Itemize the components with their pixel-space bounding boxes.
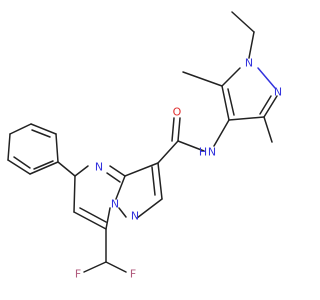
bond-c5-c6 [73, 175, 76, 213]
bond-ph-inner-b [13, 156, 31, 169]
atom-labels: N N O H N N N N F F [75, 57, 282, 281]
bond-ph-4-5 [7, 133, 11, 161]
bond-pz-c3-methyl [263, 116, 273, 143]
bond-ethyl-ch2-n [248, 31, 255, 59]
bond-c3a-n4-double [106, 172, 121, 183]
bond-c6-c7 [73, 211, 107, 230]
bond-ph-5-6 [7, 159, 31, 175]
bond-ph-3-4 [9, 123, 32, 135]
bond-pz-c5-n1 [221, 67, 241, 87]
bond-chf2-f-left [83, 261, 107, 273]
bond-pz-c5-methyl [182, 71, 223, 87]
atom-label-n-ring: N [131, 210, 139, 223]
bond-n4-c5 [74, 165, 89, 177]
atom-label-n-pyrimidine: N [95, 161, 103, 174]
molecule-structure: N N O H N N N N F F [7, 11, 282, 281]
atom-label-n-pz-1: N [245, 57, 253, 70]
bond-ph-1-2 [55, 133, 59, 163]
bond-n7a-c3a [115, 175, 126, 200]
bond-carbonyl-o [177, 117, 181, 142]
bond-c3-c2 [157, 162, 163, 200]
atom-label-f-right: F [130, 268, 136, 281]
bond-c3a-n4 [109, 165, 126, 177]
bond-c4-n-amide [213, 119, 230, 147]
bonds [7, 11, 278, 273]
bond-c6-c7-double [79, 207, 107, 223]
bond-pz-c4-c5 [221, 85, 230, 121]
bond-carbonyl-c3 [157, 140, 179, 164]
bond-ethyl-ch3-ch2 [231, 11, 255, 33]
bond-n-amide-carbonyl [177, 140, 205, 152]
bond-pz-c3-c4 [228, 116, 265, 121]
bond-pz-n2-c3-double [259, 95, 272, 115]
bond-c7-n7a [105, 207, 111, 230]
bond-chf2-f-right [105, 261, 127, 273]
bond-pz-c4-c5-double [227, 88, 235, 116]
bond-ph-inner-a [31, 129, 51, 138]
atom-label-n-amide: N [208, 146, 216, 159]
bond-carbonyl-o-double [171, 117, 175, 142]
atom-label-h-amide: H [199, 146, 207, 159]
bond-ph-6-1 [29, 161, 59, 175]
bond-pz-n1-n2 [257, 67, 276, 89]
bond-pz-n2-c3 [263, 95, 278, 118]
bond-c5-phenyl [57, 161, 76, 177]
bond-n1-n7a [118, 207, 127, 218]
atom-label-n-pz-2: N [274, 86, 282, 99]
atom-label-o-carbonyl: O [173, 106, 182, 119]
bond-c2-n1 [136, 198, 163, 219]
bond-c3-c2-double [151, 166, 156, 196]
atom-label-f-left: F [75, 268, 81, 281]
bond-ph-inner-c [33, 160, 54, 170]
bond-ph-2-3 [30, 123, 57, 135]
atom-label-n-bridge: N [111, 198, 119, 211]
bond-c3-c3a [124, 162, 159, 177]
